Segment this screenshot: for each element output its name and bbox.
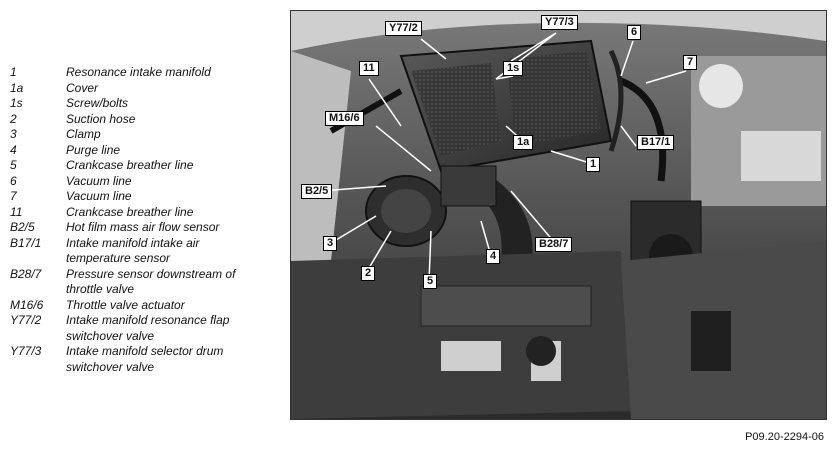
legend-row: B17/1 Intake manifold intake air temperat… (10, 236, 280, 267)
legend-desc: Pressure sensor downstream of throttle v… (66, 266, 236, 297)
legend-desc: Vacuum line (66, 173, 132, 188)
legend-row: 1 Resonance intake manifold (10, 65, 280, 81)
callout-b17-1: B17/1 (637, 135, 675, 150)
legend-row: 2 Suction hose (10, 112, 280, 128)
legend-code: 6 (10, 173, 17, 188)
callout-y77-2: Y77/2 (385, 21, 422, 36)
callout-11: 11 (359, 61, 379, 76)
callout-b2-5: B2/5 (301, 184, 333, 199)
callout-1s: 1s (503, 61, 524, 76)
legend-desc: Intake manifold intake air temperature s… (66, 235, 200, 266)
figure-id: P09.20-2294-06 (745, 431, 824, 443)
legend-row: 6 Vacuum line (10, 174, 280, 190)
legend-code: 1a (10, 80, 24, 95)
legend-desc: Resonance intake manifold (66, 65, 211, 79)
legend-code: 11 (10, 204, 23, 219)
legend-code: B17/1 (10, 235, 42, 250)
legend-desc: Intake manifold selector drum switchover… (66, 344, 224, 374)
legend-code: 1s (10, 96, 23, 110)
legend: 1 Resonance intake manifold 1a Cover 1s Scr… (10, 65, 280, 375)
engine-photo: Y77/2 Y77/3 6 7 11 1s M16/6 1a B17/1 1 B… (290, 10, 827, 420)
callout-b28-7: B28/7 (535, 237, 573, 252)
legend-row: B28/7 Pressure sensor downstream of throt… (10, 267, 280, 298)
legend-desc: Throttle valve actuator (66, 297, 185, 312)
legend-code: B2/5 (10, 220, 35, 234)
legend-desc: Vacuum line (66, 189, 132, 203)
legend-code: Y77/2 (10, 313, 42, 327)
legend-row: 1s Screw/bolts (10, 96, 280, 112)
legend-code: Y77/3 (10, 344, 42, 358)
legend-desc: Intake manifold resonance flap switchove… (66, 313, 230, 343)
callout-5: 5 (423, 274, 438, 289)
legend-desc: Crankcase breather line (66, 204, 194, 219)
legend-desc: Crankcase breather line (66, 158, 194, 172)
legend-code: 2 (10, 111, 17, 126)
legend-row: M16/6 Throttle valve actuator (10, 298, 280, 314)
legend-code: B28/7 (10, 266, 42, 281)
legend-row: 4 Purge line (10, 143, 280, 159)
legend-code: M16/6 (10, 297, 44, 312)
callout-1a: 1a (513, 135, 534, 150)
legend-desc: Purge line (66, 142, 121, 157)
legend-row: Y77/2 Intake manifold resonance flap swit… (10, 313, 280, 344)
legend-code: 3 (10, 127, 17, 141)
legend-desc: Clamp (66, 127, 101, 141)
legend-desc: Screw/bolts (66, 96, 129, 110)
legend-code: 1 (10, 65, 17, 79)
legend-desc: Hot film mass air flow sensor (66, 220, 220, 234)
legend-code: 7 (10, 189, 17, 203)
legend-desc: Suction hose (66, 111, 136, 126)
legend-row: 5 Crankcase breather line (10, 158, 280, 174)
legend-row: Y77/3 Intake manifold selector drum switc… (10, 344, 280, 375)
legend-row: 7 Vacuum line (10, 189, 280, 205)
callout-m16-6: M16/6 (325, 111, 364, 126)
callout-y77-3: Y77/3 (541, 15, 578, 30)
legend-row: 1a Cover (10, 81, 280, 97)
callout-1: 1 (586, 157, 601, 172)
legend-code: 4 (10, 142, 17, 157)
legend-row: 11 Crankcase breather line (10, 205, 280, 221)
engine-illustration (291, 11, 826, 419)
callout-3: 3 (323, 236, 338, 251)
callout-6: 6 (627, 25, 642, 40)
legend-row: 3 Clamp (10, 127, 280, 143)
callout-2: 2 (361, 266, 376, 281)
legend-code: 5 (10, 158, 17, 172)
legend-desc: Cover (66, 80, 99, 95)
legend-row: B2/5 Hot film mass air flow sensor (10, 220, 280, 236)
callout-7: 7 (683, 55, 698, 70)
callout-4: 4 (486, 249, 501, 264)
